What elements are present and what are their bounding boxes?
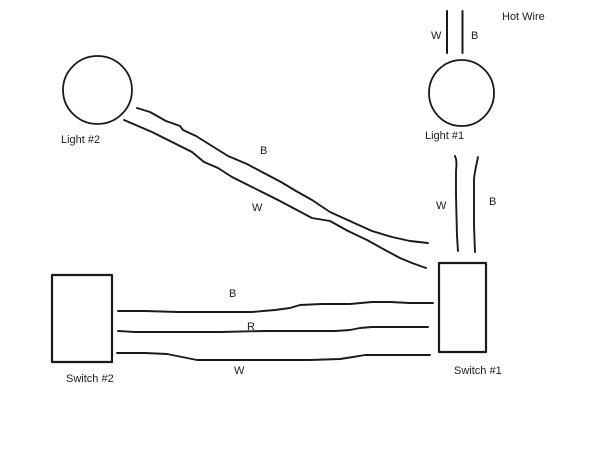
wire-light1-w-label: W bbox=[436, 200, 447, 212]
switch1-label: Switch #1 bbox=[454, 365, 502, 377]
switch2-box bbox=[50, 273, 114, 364]
light1-label: Light #1 bbox=[425, 130, 465, 142]
wire-light1-b bbox=[473, 156, 479, 253]
wire-light2-w bbox=[123, 119, 427, 269]
light2-circle bbox=[62, 55, 133, 125]
wire-light2-w-label: W bbox=[252, 202, 263, 214]
feed-b-label: B bbox=[471, 30, 479, 42]
wire-light2-b bbox=[136, 107, 429, 244]
switch2-label: Switch #2 bbox=[66, 373, 114, 385]
wire-traveler-b-label: B bbox=[229, 288, 237, 300]
wire-traveler-r bbox=[117, 326, 429, 333]
wire-traveler-r-label: R bbox=[247, 321, 255, 333]
hot-wire-label: Hot Wire bbox=[502, 11, 545, 23]
wire-traveler-w-label: W bbox=[234, 365, 245, 377]
wire-traveler-b bbox=[117, 301, 434, 313]
light2-label: Light #2 bbox=[61, 134, 101, 146]
wire-light2-b-label: B bbox=[260, 145, 268, 157]
light1-circle bbox=[428, 59, 495, 127]
feed-w-label: W bbox=[431, 30, 442, 42]
wire-light1-b-label: B bbox=[489, 196, 497, 208]
wire-traveler-w bbox=[116, 352, 431, 361]
switch1-box bbox=[437, 261, 488, 354]
wire-light1-w bbox=[454, 155, 459, 252]
